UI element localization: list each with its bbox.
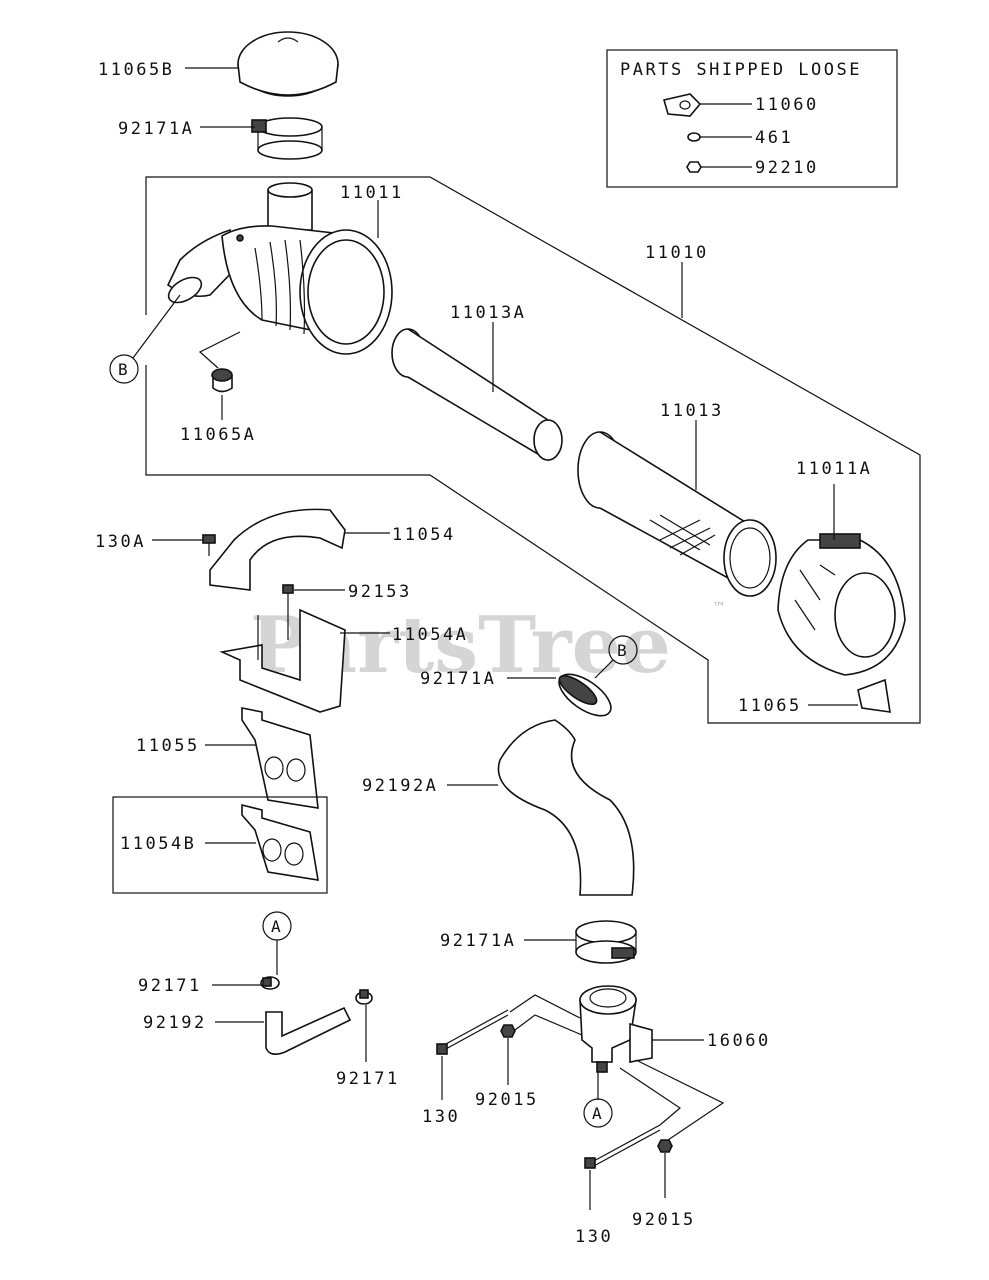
label-130-lower: 130 bbox=[575, 1227, 613, 1247]
label-92015-lower: 92015 bbox=[632, 1210, 696, 1230]
box-title: PARTS SHIPPED LOOSE bbox=[620, 60, 862, 80]
label-11013: 11013 bbox=[660, 401, 724, 421]
box-item-92210: 92210 bbox=[755, 158, 819, 178]
label-11065: 11065 bbox=[738, 696, 802, 716]
callout-B-upper bbox=[109, 354, 139, 384]
plate-11055-drawing bbox=[241, 707, 319, 809]
plate-11054B-box bbox=[112, 796, 328, 894]
clamp-92171-right-drawing bbox=[355, 989, 373, 1005]
box-item-461: 461 bbox=[755, 128, 793, 148]
parts-shipped-loose-box: PARTS SHIPPED LOOSE 11060 461 92210 bbox=[606, 49, 898, 188]
hose-92192-drawing bbox=[265, 1006, 352, 1056]
clamp-92171A-middle-drawing bbox=[558, 673, 612, 717]
label-92171-left: 92171 bbox=[138, 976, 202, 996]
callout-B-upper-text: B bbox=[118, 360, 128, 379]
callout-B-middle-text: B bbox=[617, 641, 627, 660]
washer-461-drawing bbox=[687, 132, 701, 142]
bolt-130-upper-drawing bbox=[436, 1009, 509, 1055]
nut-92210-drawing bbox=[686, 161, 702, 173]
label-92153: 92153 bbox=[348, 582, 412, 602]
callout-A-lower-text: A bbox=[592, 1104, 602, 1123]
label-11054B: 11054B bbox=[120, 834, 196, 854]
label-92171A-middle: 92171A bbox=[420, 669, 496, 689]
valve-11065A-drawing bbox=[211, 368, 233, 393]
label-11054: 11054 bbox=[392, 525, 456, 545]
cover-11011A-drawing bbox=[777, 533, 906, 676]
label-11011: 11011 bbox=[340, 183, 404, 203]
plate-11054B-drawing bbox=[241, 803, 319, 881]
label-11011A: 11011A bbox=[796, 459, 872, 479]
label-11010: 11010 bbox=[645, 243, 709, 263]
clamp-92171-left-drawing bbox=[260, 976, 280, 990]
label-11065A: 11065A bbox=[180, 425, 256, 445]
label-92192: 92192 bbox=[143, 1013, 207, 1033]
label-11055: 11055 bbox=[136, 736, 200, 756]
label-92171-right: 92171 bbox=[336, 1069, 400, 1089]
gasket-11060-drawing bbox=[662, 93, 702, 117]
label-11065B: 11065B bbox=[98, 60, 174, 80]
label-11013A: 11013A bbox=[450, 303, 526, 323]
callout-B-middle bbox=[608, 635, 638, 665]
label-11054A: 11054A bbox=[392, 625, 468, 645]
bracket-11054-drawing bbox=[209, 508, 346, 591]
callout-A-left-text: A bbox=[271, 917, 281, 936]
cap-11065B-drawing bbox=[237, 31, 339, 97]
label-130-upper: 130 bbox=[422, 1107, 460, 1127]
bolt-92153-drawing bbox=[282, 584, 294, 640]
element-11013A-drawing bbox=[391, 328, 563, 462]
housing-11011-drawing bbox=[166, 182, 393, 355]
nut-92015-lower-drawing bbox=[657, 1139, 673, 1153]
valve-11065-drawing bbox=[857, 678, 891, 713]
hose-92192A-drawing bbox=[497, 719, 635, 896]
bolt-130-lower-drawing bbox=[584, 1124, 661, 1169]
label-92015-upper: 92015 bbox=[475, 1090, 539, 1110]
nut-92015-upper-drawing bbox=[500, 1024, 516, 1038]
clamp-92171A-lower-drawing bbox=[575, 920, 637, 964]
clamp-92171A-top-drawing bbox=[251, 117, 323, 160]
label-92171A-top: 92171A bbox=[118, 119, 194, 139]
watermark-tm: ™ bbox=[712, 600, 726, 616]
element-11013-drawing bbox=[577, 431, 777, 597]
label-16060: 16060 bbox=[707, 1031, 771, 1051]
label-92192A: 92192A bbox=[362, 776, 438, 796]
label-92171A-lower: 92171A bbox=[440, 931, 516, 951]
bolt-130A-drawing bbox=[202, 534, 216, 556]
label-130A: 130A bbox=[95, 532, 146, 552]
box-item-11060: 11060 bbox=[755, 95, 819, 115]
callout-A-lower bbox=[583, 1098, 613, 1128]
bracket-11054A-drawing bbox=[219, 608, 346, 713]
precleaner-16060-drawing bbox=[579, 985, 653, 1073]
